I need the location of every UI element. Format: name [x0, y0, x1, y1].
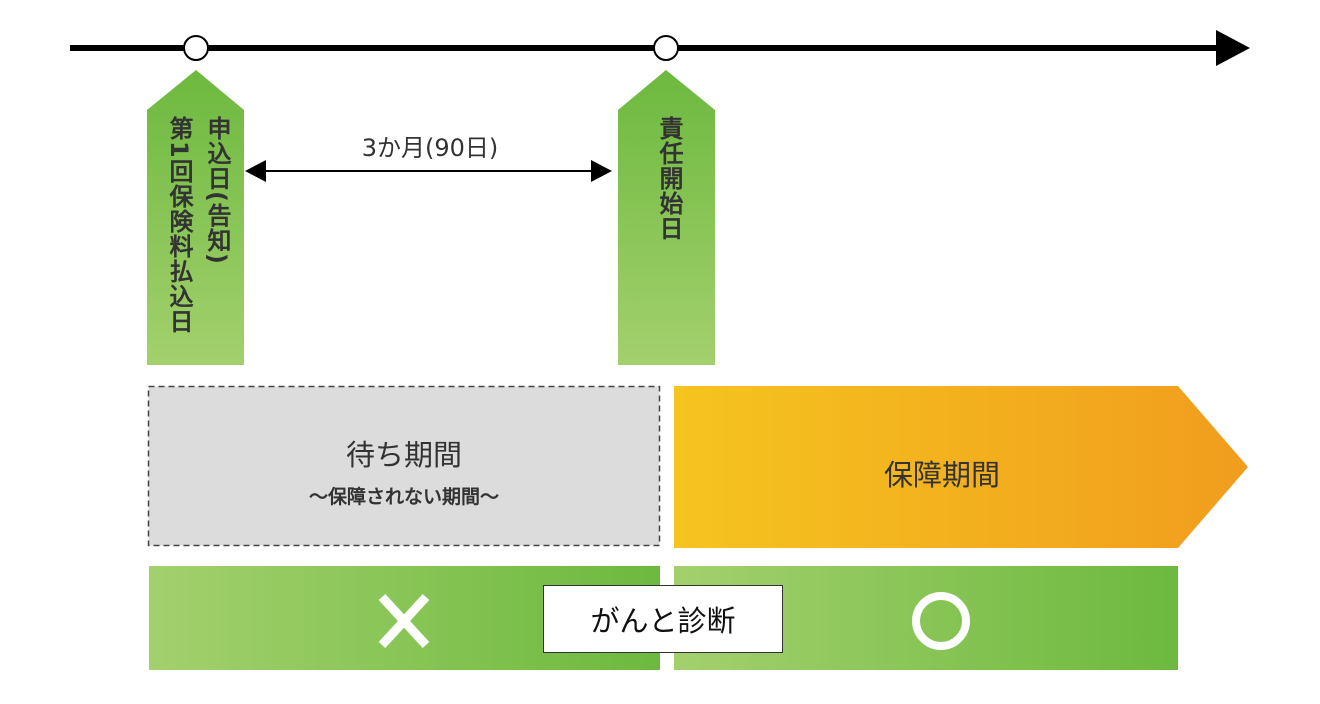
coverage-period-arrow — [674, 386, 1248, 548]
start-tag — [147, 70, 244, 365]
start-tag-line1: 申込日(告知) — [203, 116, 231, 265]
circle-icon — [912, 592, 970, 650]
coverage-period-title: 保障期間 — [883, 458, 1000, 492]
end-tag — [618, 70, 715, 365]
start-tag-line2: 第1回保険料払込日 — [165, 116, 193, 334]
waiting-period-subtitle: 〜保障されない期間〜 — [308, 486, 499, 508]
end-marker — [653, 35, 679, 61]
interval-label: 3か月(90日) — [361, 134, 499, 162]
waiting-period-title: 待ち期間 — [345, 438, 462, 472]
cross-icon — [378, 593, 430, 649]
waiting-period-box — [147, 385, 661, 547]
interval-arrow-right-icon — [591, 160, 612, 182]
diagnosis-label: がんと診断 — [543, 585, 783, 653]
end-tag-label: 責任開始日 — [655, 116, 683, 241]
interval-arrow-left-icon — [245, 160, 266, 182]
timeline-arrowhead-icon — [1216, 30, 1250, 66]
start-marker — [183, 35, 209, 61]
